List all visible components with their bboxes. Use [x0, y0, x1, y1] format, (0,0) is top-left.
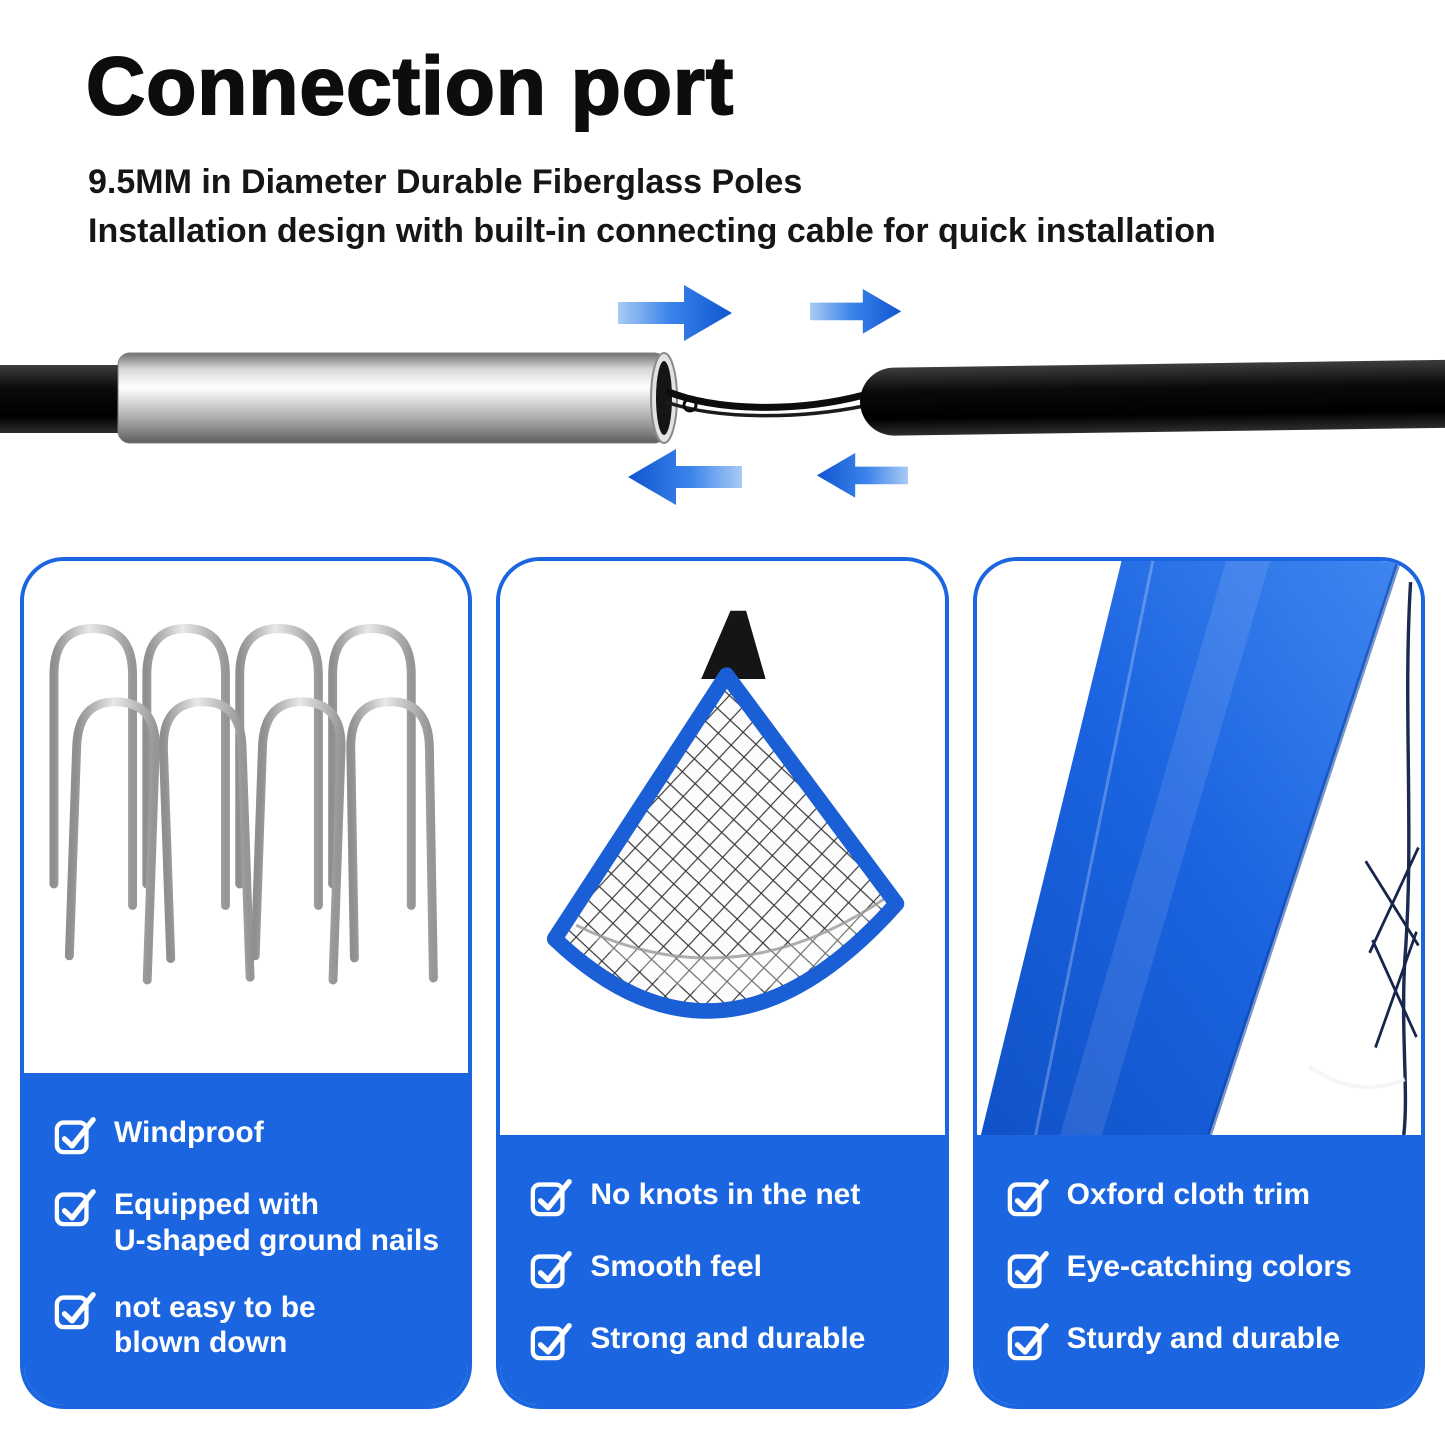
- pole-connection-svg: [0, 284, 1445, 505]
- feature-label: No knots in the net: [590, 1177, 861, 1211]
- arrow-right-icon: [618, 284, 732, 341]
- feature-item: not easy to be blown down: [54, 1290, 444, 1361]
- checkbox-check-icon: [1007, 1322, 1049, 1360]
- ground-stakes-image: [24, 560, 469, 1074]
- folded-net-icon: [547, 610, 905, 1019]
- checkbox-check-icon: [54, 1189, 96, 1227]
- feature-label: Oxford cloth trim: [1066, 1177, 1310, 1211]
- feature-list: Windproof Equipped with U-shaped ground …: [24, 1073, 469, 1405]
- connector-sleeve: [117, 352, 667, 444]
- subtitle-line-1: 9.5MM in Diameter Durable Fiberglass Pol…: [88, 163, 803, 202]
- feature-list: Oxford cloth trim Eye-catching colors St…: [976, 1134, 1421, 1405]
- arrow-right-icon: [810, 288, 902, 334]
- feature-label: Eye-catching colors: [1066, 1249, 1352, 1283]
- feature-item: Equipped with U-shaped ground nails: [54, 1187, 444, 1258]
- blue-fabric-band: [980, 560, 1399, 1135]
- connecting-cable: [664, 387, 865, 411]
- checkbox-check-icon: [1007, 1178, 1049, 1216]
- feature-item: Smooth feel: [530, 1249, 920, 1289]
- arrow-left-icon: [816, 452, 908, 498]
- feature-label: Windproof: [114, 1116, 264, 1150]
- feature-label: not easy to be blown down: [114, 1290, 316, 1360]
- cable-knot: [682, 397, 698, 413]
- checkbox-check-icon: [531, 1178, 573, 1216]
- subtitle-line-2: Installation design with built-in connec…: [88, 212, 1216, 251]
- net-cords: [1364, 846, 1420, 1048]
- feature-label: Equipped with U-shaped ground nails: [114, 1188, 440, 1257]
- net-blue-trim: [547, 667, 905, 1019]
- u-shaped-stakes-icon: [36, 616, 456, 1018]
- feature-item: No knots in the net: [530, 1177, 920, 1217]
- subtitle: 9.5MM in Diameter Durable Fiberglass Pol…: [88, 158, 1445, 257]
- pole-connection-diagram: [0, 271, 1445, 523]
- right-pole: [860, 359, 1445, 436]
- checkbox-check-icon: [1007, 1250, 1049, 1288]
- feature-label: Sturdy and durable: [1066, 1321, 1341, 1355]
- oxford-cloth-image: [976, 560, 1421, 1135]
- feature-item: Windproof: [54, 1115, 444, 1155]
- feature-item: Oxford cloth trim: [1007, 1177, 1397, 1217]
- checkbox-check-icon: [54, 1117, 96, 1155]
- feature-card-net: No knots in the net Smooth feel Strong a…: [496, 556, 949, 1409]
- checkbox-check-icon: [54, 1291, 96, 1330]
- checkbox-check-icon: [531, 1250, 573, 1288]
- net-cord: [1401, 581, 1412, 1135]
- feature-card-oxford-cloth: Oxford cloth trim Eye-catching colors St…: [972, 556, 1425, 1409]
- feature-label: Strong and durable: [590, 1321, 866, 1355]
- oxford-cloth-icon: [980, 560, 1420, 1135]
- net-hanger-strap: [701, 610, 766, 680]
- arrow-left-icon: [628, 448, 742, 505]
- sleeve-mouth-hole: [656, 360, 672, 435]
- checkbox-check-icon: [531, 1322, 573, 1360]
- feature-list: No knots in the net Smooth feel Strong a…: [500, 1134, 945, 1405]
- feature-card-ground-stakes: Windproof Equipped with U-shaped ground …: [20, 556, 473, 1409]
- feature-item: Eye-catching colors: [1007, 1249, 1397, 1289]
- net-image: [500, 560, 945, 1135]
- feature-label: Smooth feel: [590, 1249, 763, 1283]
- product-infographic: Connection port 9.5MM in Diameter Durabl…: [0, 41, 1445, 1445]
- feature-cards: Windproof Equipped with U-shaped ground …: [0, 556, 1445, 1409]
- feature-item: Sturdy and durable: [1007, 1321, 1397, 1361]
- white-cord: [1307, 1064, 1406, 1090]
- feature-item: Strong and durable: [530, 1321, 920, 1361]
- page-title: Connection port: [85, 41, 735, 132]
